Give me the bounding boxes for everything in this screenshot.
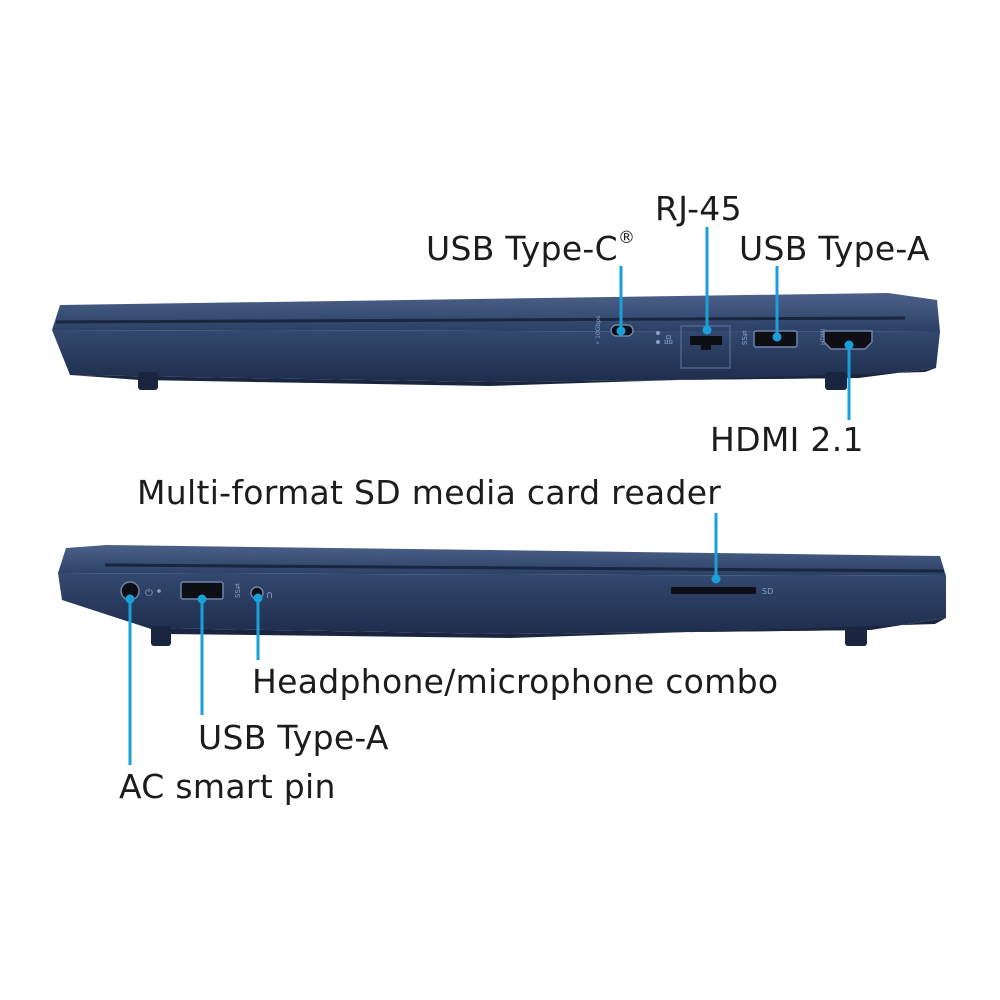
status-led-2	[656, 340, 660, 344]
label-audio-combo: Headphone/microphone combo	[252, 662, 779, 701]
base-edge	[52, 330, 940, 382]
registered-mark: ®	[617, 228, 636, 248]
foot-right	[845, 628, 867, 646]
power-led	[157, 589, 161, 593]
callout-audio-dot	[253, 593, 263, 603]
foot-left	[138, 372, 158, 390]
label-ac-smart-pin: AC smart pin	[119, 767, 336, 806]
callout-rj45-dot	[702, 325, 712, 335]
sd-port-text: SD	[762, 587, 773, 596]
power-icon: ⏻	[145, 588, 153, 599]
foot-right	[825, 372, 847, 390]
usb-a-ss-icon: SS⇄	[741, 330, 749, 345]
callout-usb-a-dot	[197, 594, 207, 604]
hdmi-port	[823, 330, 873, 350]
sd-card-slot	[671, 587, 756, 594]
base-bottom	[70, 368, 936, 386]
network-icon: 品	[664, 335, 673, 346]
lid-seam	[55, 316, 906, 324]
callout-sd-dot	[711, 574, 721, 584]
label-sd-reader: Multi-format SD media card reader	[137, 473, 722, 512]
callouts-right	[616, 227, 854, 420]
label-usb-type-c: USB Type-C®	[426, 229, 635, 268]
laptop-right-side: ⚡ 10Gbps 品 SS⇄ HDMI	[52, 227, 940, 420]
headset-icon: ∩	[266, 590, 273, 601]
callout-usb-a-dot	[772, 332, 782, 342]
rj45-port	[690, 336, 722, 350]
callout-hdmi-dot	[844, 340, 854, 350]
label-usb-type-a-right: USB Type-A	[739, 229, 930, 268]
foot-left	[151, 626, 171, 646]
base-bottom	[148, 618, 946, 638]
lid-seam	[104, 563, 945, 573]
callouts-left	[125, 513, 721, 765]
lid-edge	[52, 293, 940, 332]
usb-a-ss-icon: SS⇄	[234, 583, 242, 598]
callout-usb-c-dot	[616, 326, 626, 336]
label-hdmi: HDMI 2.1	[710, 420, 864, 459]
laptop-left-side: ⏻ SS⇄ ∩ SD	[58, 513, 946, 765]
label-usb-type-c-text: USB Type-C	[426, 229, 618, 268]
status-led-1	[656, 331, 660, 335]
usb-c-icon: ⚡ 10Gbps	[595, 316, 602, 345]
callout-ac-pin-dot	[125, 594, 135, 604]
label-usb-type-a-left: USB Type-A	[198, 718, 389, 757]
label-rj45: RJ-45	[655, 189, 742, 228]
